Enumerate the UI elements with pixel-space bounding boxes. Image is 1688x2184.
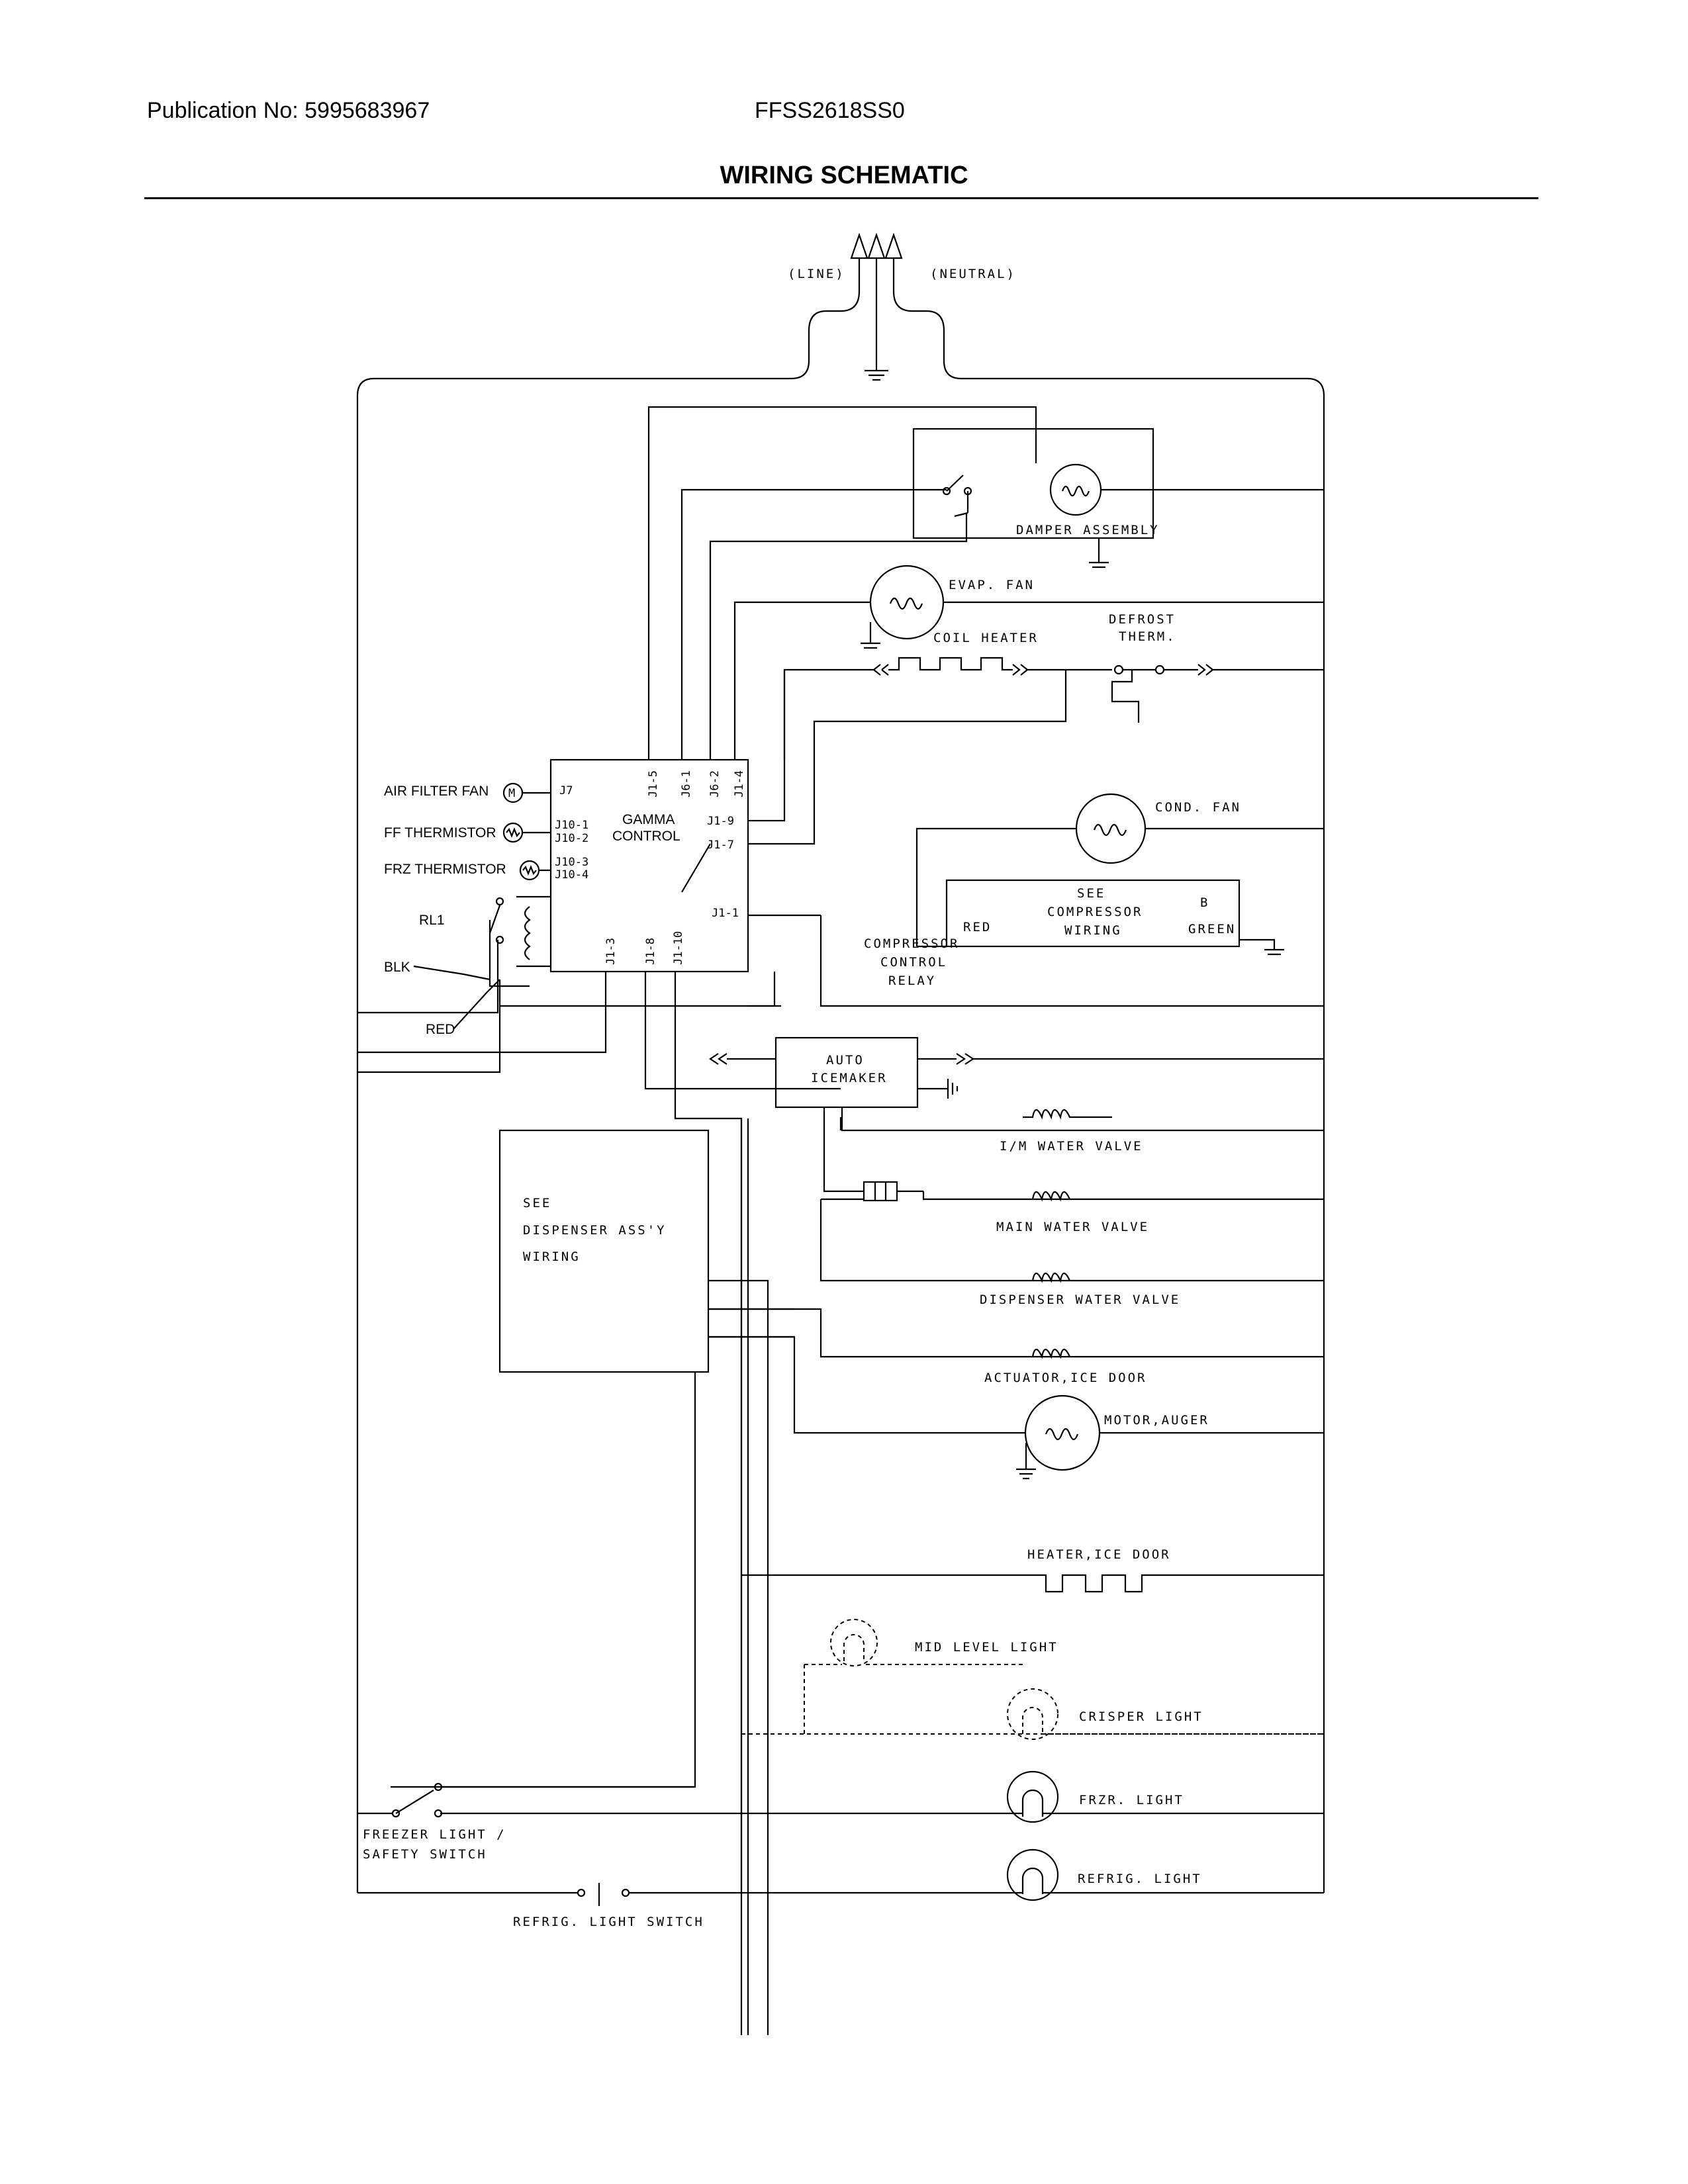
see-compressor-label-1: SEE — [1077, 886, 1105, 901]
im-water-valve-label: I/M WATER VALVE — [1000, 1139, 1143, 1154]
coil-heater-label: COIL HEATER — [933, 631, 1039, 645]
mid-level-light — [804, 1619, 1324, 1735]
frz-thermistor-label: FRZ THERMISTOR — [384, 862, 506, 877]
red-label: RED — [426, 1022, 455, 1037]
dispenser-water-valve — [820, 1199, 1324, 1283]
compressor-b-label: B — [1200, 895, 1209, 910]
auto-icemaker-label-2: ICEMAKER — [811, 1071, 888, 1085]
power-cord — [356, 232, 1325, 1886]
freezer-light — [440, 1770, 1324, 1823]
gamma-label-1: GAMMA — [622, 812, 675, 827]
refrig-switch-label: REFRIG. LIGHT SWITCH — [513, 1915, 704, 1929]
publication-number: Publication No: 5995683967 — [147, 98, 430, 123]
model-number: FFSS2618SS0 — [755, 98, 905, 123]
page-title: WIRING SCHEMATIC — [720, 161, 968, 189]
motor-m-label: M — [508, 787, 515, 800]
crisper-light — [741, 1688, 1324, 1740]
main-water-valve-label: MAIN WATER VALVE — [996, 1220, 1149, 1234]
defrost-therm-label-1: DEFROST — [1109, 612, 1176, 627]
pin-j1-1: J1-1 — [712, 907, 739, 920]
mid-level-light-label: MID LEVEL LIGHT — [915, 1640, 1058, 1655]
relay-label-1: COMPRESSOR — [864, 936, 959, 951]
dispenser-box-label-1: SEE — [523, 1196, 551, 1210]
actuator-label: ACTUATOR,ICE DOOR — [984, 1371, 1147, 1385]
damper-label: DAMPER ASSEMBLY — [1016, 523, 1160, 537]
compressor-wiring-box — [917, 879, 1284, 956]
gamma-control-board — [489, 670, 1324, 1007]
cond-fan-label: COND. FAN — [1155, 800, 1241, 815]
pin-j1-10: J1-10 — [672, 931, 685, 965]
freezer-switch-label-2: SAFETY SWITCH — [363, 1847, 487, 1862]
auto-icemaker-label-1: AUTO — [826, 1053, 865, 1068]
pin-j1-4: J1-4 — [733, 770, 746, 797]
coil-heater — [783, 657, 1112, 760]
rl1-label: RL1 — [419, 913, 445, 928]
frz-thermistor-symbol — [519, 860, 551, 881]
damper-assembly — [912, 428, 1324, 569]
title-rule — [144, 197, 1538, 199]
motor-auger — [708, 1336, 1324, 1480]
pin-j6-1: J6-1 — [680, 770, 693, 797]
blk-label: BLK — [384, 960, 410, 975]
heater-ice-door — [741, 1574, 1324, 1593]
compressor-red-label: RED — [963, 920, 992, 934]
pin-j1-9: J1-9 — [707, 815, 734, 828]
air-filter-fan-motor — [502, 782, 551, 803]
pin-j1-3: J1-3 — [604, 938, 618, 965]
neutral-label: (NEUTRAL) — [930, 267, 1016, 281]
pin-j10-2: J10-2 — [555, 832, 588, 845]
pin-j7: J7 — [559, 784, 573, 797]
dispenser-box-label-3: WIRING — [523, 1250, 581, 1264]
pin-j10-3: J10-3 — [555, 856, 588, 869]
auto-icemaker — [709, 1036, 1324, 1193]
freezer-switch-label-1: FREEZER LIGHT / — [363, 1827, 506, 1842]
air-filter-fan-label: AIR FILTER FAN — [384, 784, 489, 799]
freezer-light-safety-switch — [357, 1782, 695, 1818]
relay-label-2: CONTROL — [880, 955, 947, 970]
evap-fan — [861, 565, 1324, 649]
compressor-green-label: GREEN — [1188, 922, 1236, 936]
dispenser-assembly-box — [391, 1118, 794, 2035]
refrig-light — [629, 1848, 1324, 1901]
pin-j10-1: J10-1 — [555, 819, 588, 832]
refrig-light-label: REFRIG. LIGHT — [1078, 1872, 1202, 1886]
line-label: (LINE) — [788, 267, 845, 281]
im-water-valve — [839, 1109, 1112, 1130]
freezer-light-label: FRZR. LIGHT — [1079, 1793, 1184, 1807]
actuator-ice-door — [708, 1308, 1324, 1359]
see-compressor-label-2: COMPRESSOR — [1047, 905, 1143, 919]
pin-j10-4: J10-4 — [555, 868, 588, 882]
pin-j6-2: J6-2 — [708, 770, 722, 797]
pin-j1-5: J1-5 — [647, 770, 660, 797]
dispenser-box-label-2: DISPENSER ASS'Y — [523, 1223, 667, 1238]
relay-label-3: RELAY — [888, 974, 936, 988]
motor-auger-label: MOTOR,AUGER — [1104, 1413, 1209, 1428]
dispenser-water-valve-label: DISPENSER WATER VALVE — [980, 1293, 1180, 1307]
pin-j1-7: J1-7 — [707, 839, 734, 852]
heater-ice-door-label: HEATER,ICE DOOR — [1027, 1547, 1171, 1562]
defrost-therm-label-2: THERM. — [1119, 629, 1176, 644]
gamma-label-2: CONTROL — [612, 829, 680, 844]
crisper-light-label: CRISPER LIGHT — [1079, 1709, 1203, 1724]
ff-thermistor-symbol — [502, 822, 551, 843]
condenser-fan — [915, 793, 1324, 946]
ff-thermistor-label: FF THERMISTOR — [384, 825, 496, 841]
see-compressor-label-3: WIRING — [1064, 923, 1122, 938]
defrost-thermostat — [748, 664, 1324, 845]
refrig-light-switch — [357, 1883, 630, 1906]
pin-j1-8: J1-8 — [644, 938, 657, 965]
main-water-valve — [821, 1181, 1324, 1202]
evap-fan-label: EVAP. FAN — [949, 578, 1035, 592]
